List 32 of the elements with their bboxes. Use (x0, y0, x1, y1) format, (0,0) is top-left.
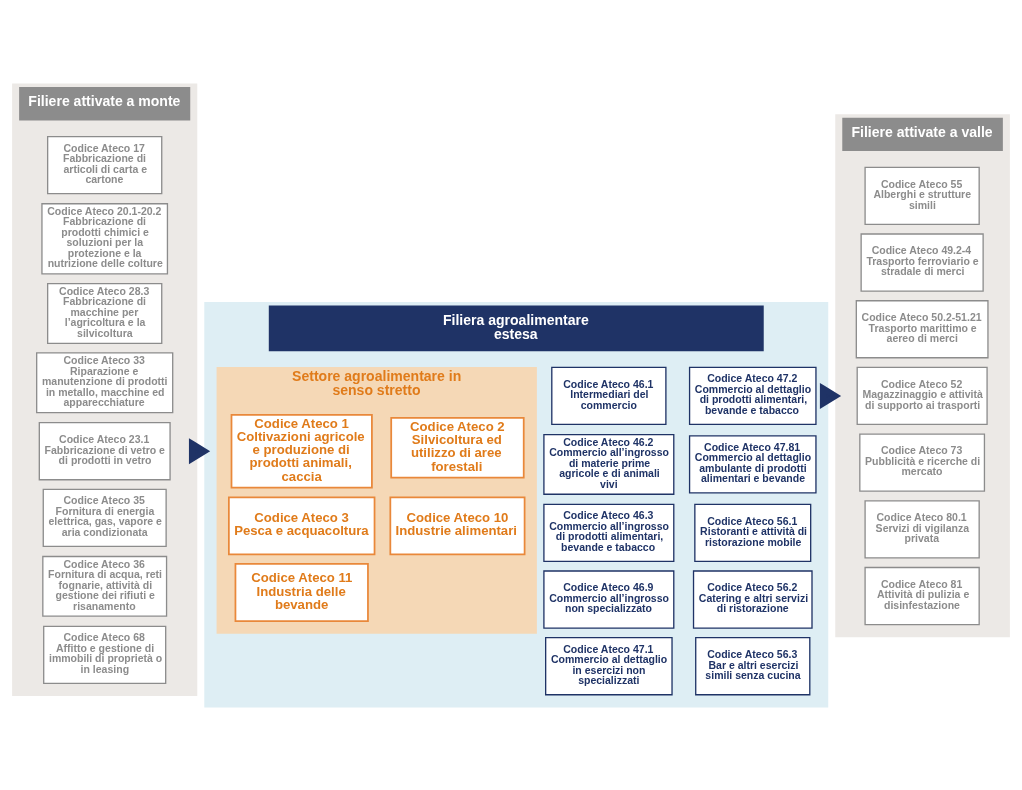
node-box: Codice Ateco 46.1 Intermediari del commercio (551, 366, 667, 425)
node-box: Codice Ateco 20.1-20.2 Fabbricazione di prodotti chimici e soluzioni per la protezione e la nutrizione delle colture (41, 202, 169, 275)
node-box: Codice Ateco 80.1 Servizi di vigilanza privata (864, 499, 980, 558)
node-box: Codice Ateco 28.3 Fabbricazione di macchine per l’agricoltura e la silvicoltura (47, 282, 163, 344)
node-box: Codice Ateco 10 Industrie alimentari (389, 495, 526, 555)
node-box: Codice Ateco 50.2-51.21 Trasporto marittimo e aereo di merci (855, 299, 989, 358)
node-box: Codice Ateco 56.2 Catering e altri servizi di ristorazione (692, 569, 813, 629)
node-box: Codice Ateco 52 Magazzinaggio e attività di supporto ai trasporti (856, 366, 988, 425)
node-box: Codice Ateco 46.9 Commercio all’ingrosso non specializzato (543, 569, 675, 629)
arrow (819, 382, 842, 409)
arrow (188, 437, 211, 464)
node-box: Codice Ateco 55 Alberghi e strutture simili (864, 166, 980, 225)
node-box: Codice Ateco 35 Fornitura di energia elettrica, gas, vapore e aria condizionata (42, 488, 167, 547)
node-box: Codice Ateco 23.1 Fabbricazione di vetro e di prodotti in vetro (38, 421, 171, 480)
node-box: Codice Ateco 11 Industria delle bevande (234, 562, 369, 622)
node-box: Codice Ateco 68 Affitto e gestione di immobili di proprietà o in leasing (43, 625, 167, 684)
node-box: Codice Ateco 36 Fornitura di acqua, reti fognarie, attività di gestione dei rifiuti e risanamento (42, 555, 168, 617)
node-box: Codice Ateco 1 Coltivazioni agricole e produzione di prodotti animali, caccia (230, 413, 373, 488)
node-box: Codice Ateco 47.2 Commercio al dettaglio di prodotti alimentari, bevande e tabacco (688, 366, 817, 425)
node-box: Codice Ateco 46.2 Commercio all’ingrosso di materie prime agricole e di animali vivi (543, 433, 675, 495)
node-box: Codice Ateco 56.1 Ristoranti e attività di ristorazione mobile (694, 503, 812, 562)
node-box: Codice Ateco 46.3 Commercio all’ingrosso di prodotti alimentari, bevande e tabacco (543, 503, 675, 562)
node-box: Codice Ateco 81 Attività di pulizia e disinfestazione (864, 566, 980, 625)
node-box: Codice Ateco 56.3 Bar e altri esercizi simili senza cucina (695, 636, 811, 695)
node-box: Codice Ateco 2 Silvicoltura ed utilizzo di aree forestali (390, 416, 525, 478)
node-box: Codice Ateco 3 Pesca e acquacoltura (228, 495, 376, 555)
node-box: Codice Ateco 33 Riparazione e manutenzione di prodotti in metallo, macchine ed apparecchiature (36, 351, 174, 413)
node-box: Codice Ateco 47.81 Commercio al dettaglio ambulante di prodotti alimentari e bevande (688, 434, 817, 494)
node-box: Codice Ateco 49.2-4 Trasporto ferroviario e stradale di merci (860, 232, 984, 292)
node-box: Codice Ateco 73 Pubblicità e ricerche di mercato (859, 432, 986, 492)
node-box: Codice Ateco 47.1 Commercio al dettaglio in esercizi non specializzati (545, 636, 673, 695)
node-box: Codice Ateco 17 Fabbricazione di articoli di carta e cartone (47, 135, 163, 194)
